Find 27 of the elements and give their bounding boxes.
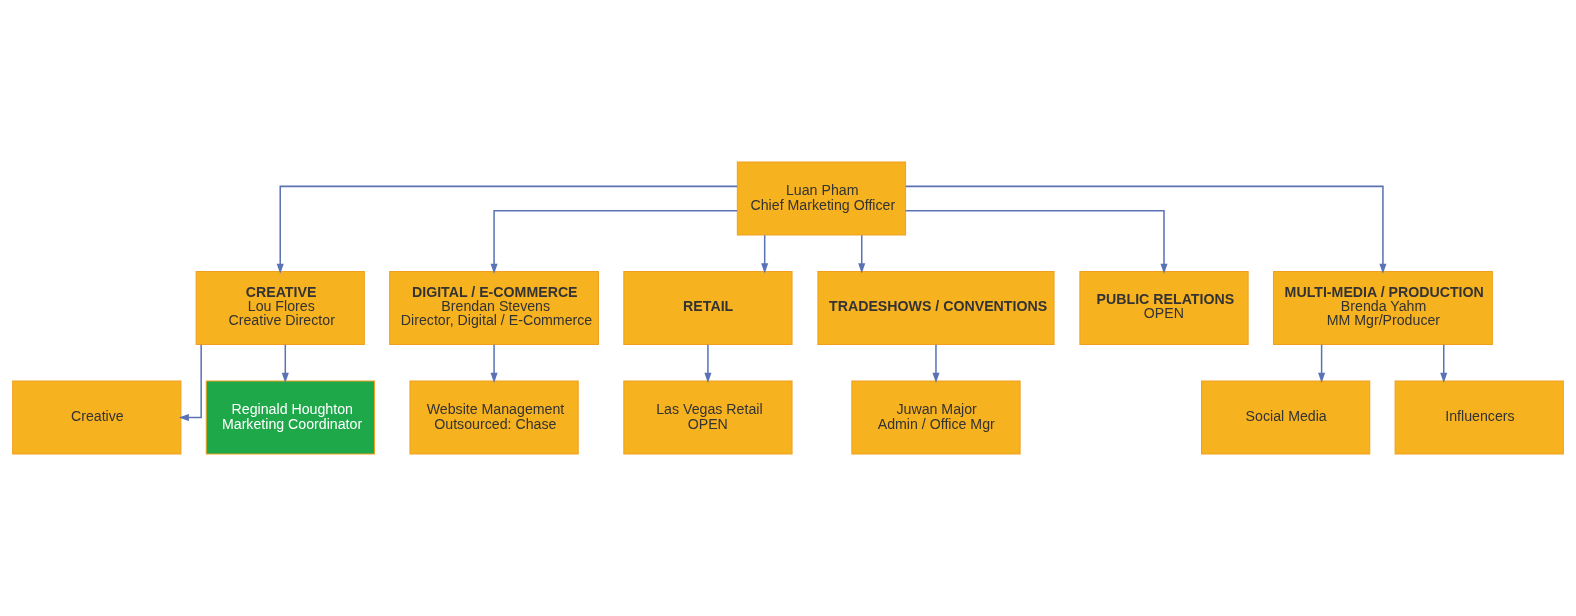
node-box: Luan Pham Chief Marketing Officer: [736, 161, 907, 236]
arrow: [490, 344, 498, 383]
arrow: [905, 185, 1387, 274]
node-box: RETAIL: [623, 271, 793, 345]
arrow: [490, 209, 738, 274]
arrow: [178, 344, 202, 421]
node-box: Creative: [12, 380, 182, 455]
arrow: [704, 344, 712, 383]
node-box: MULTI-MEDIA / PRODUCTION Brenda Yahm MM Mgr/Producer: [1272, 271, 1493, 345]
node-box: Las Vegas Retail OPEN: [623, 380, 793, 455]
arrow: [904, 209, 1168, 274]
arrow: [281, 344, 289, 383]
node-box: Reginald Houghton Marketing Coordinator: [205, 380, 375, 455]
node-box: PUBLIC RELATIONS OPEN: [1079, 271, 1249, 345]
node-box: TRADESHOWS / CONVENTIONS: [817, 271, 1055, 345]
node-box: CREATIVE Lou Flores Creative Director: [195, 271, 365, 345]
node-box: Website Management Outsourced: Chase: [409, 380, 579, 455]
node-box: DIGITAL / E-COMMERCE Brendan Stevens Director, Digital / E-Commerce: [389, 271, 599, 345]
arrow: [858, 234, 866, 274]
node-box: Influencers: [1394, 380, 1564, 455]
arrow: [1318, 344, 1326, 383]
arrow: [276, 185, 738, 274]
node-box: Social Media: [1201, 380, 1371, 455]
arrow: [1440, 344, 1448, 383]
arrow: [932, 344, 940, 383]
arrow: [761, 234, 769, 274]
node-box: Juwan Major Admin / Office Mgr: [851, 380, 1021, 455]
